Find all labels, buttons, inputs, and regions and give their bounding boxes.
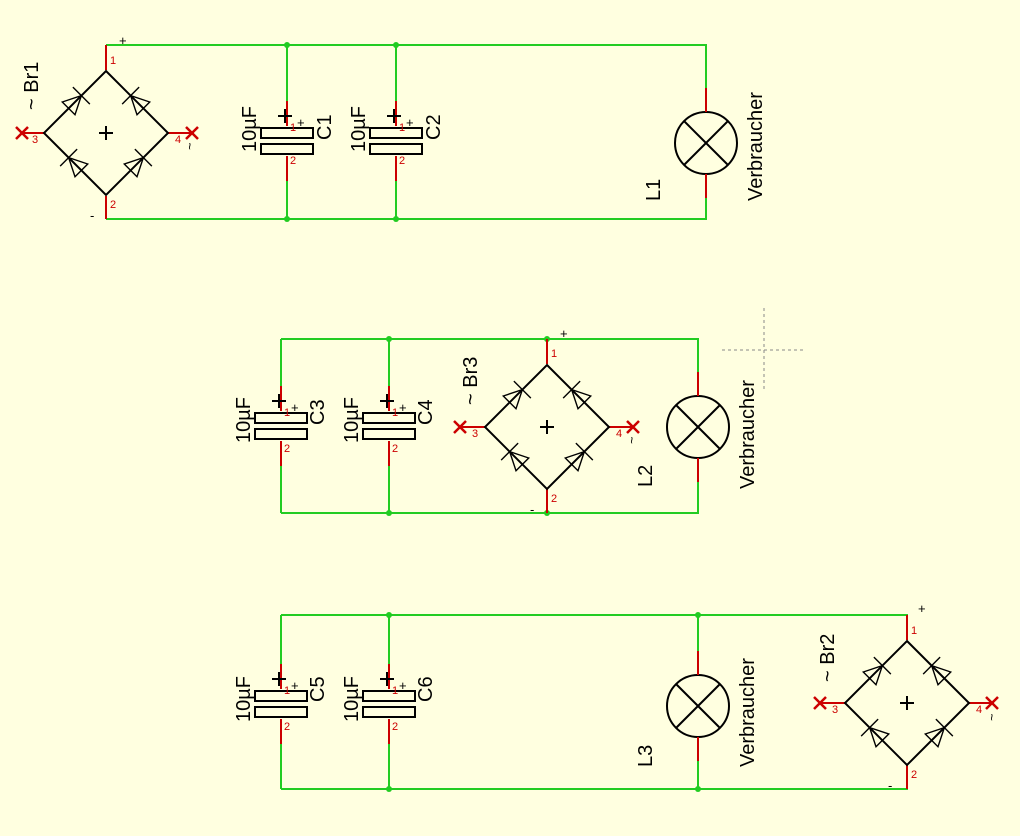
capacitor-c1[interactable] — [260, 100, 314, 182]
pin-number: 2 — [392, 721, 398, 733]
junction — [695, 786, 701, 792]
unconnected-pin-marker — [15, 126, 29, 140]
lamp-l1[interactable] — [674, 87, 738, 199]
component-ref-l2: L2 — [635, 465, 657, 487]
pin-number: 2 — [110, 199, 116, 211]
component-ref-c2: C2 — [423, 114, 445, 140]
component-ref-br3: ~ Br3 — [460, 357, 482, 405]
component-ref-l1: L1 — [643, 179, 665, 201]
junction — [386, 510, 392, 516]
junction — [386, 786, 392, 792]
pin-number: 1 — [284, 407, 290, 419]
crosshair-cursor-icon — [722, 308, 806, 392]
lamp-l2[interactable] — [666, 371, 730, 483]
component-value: Verbraucher — [737, 658, 759, 767]
pin-number: 3 — [472, 428, 478, 440]
tilde-label: ~ — [984, 713, 999, 721]
wire — [106, 176, 707, 220]
tilde-label: ~ — [624, 436, 639, 444]
lamp-l3[interactable] — [666, 650, 730, 762]
component-ref-c1: C1 — [314, 114, 336, 140]
pin-number: 1 — [551, 348, 557, 360]
pin-number: 1 — [911, 625, 917, 637]
component-ref-c3: C3 — [307, 399, 329, 425]
polarity-plus: + — [297, 115, 305, 130]
component-ref-c6: C6 — [415, 676, 437, 702]
capacitor-c5[interactable] — [254, 663, 308, 745]
plus-sign: + — [560, 326, 568, 341]
pin-number: 2 — [551, 493, 557, 505]
junction — [386, 336, 392, 342]
component-value: 10µF — [239, 106, 261, 152]
plus-sign: + — [119, 33, 127, 48]
junction — [695, 612, 701, 618]
pin-number: 1 — [290, 122, 296, 134]
pin-number: 1 — [110, 55, 116, 67]
pin-number: 4 — [175, 134, 181, 146]
junction — [386, 612, 392, 618]
pin-number: 2 — [290, 155, 296, 167]
component-ref-c5: C5 — [307, 676, 329, 702]
pin-number: 1 — [284, 685, 290, 697]
pin-number: 2 — [284, 443, 290, 455]
component-ref-l3: L3 — [635, 745, 657, 767]
component-value: Verbraucher — [737, 380, 759, 489]
unconnected-pin-marker — [985, 696, 999, 710]
circuit-2: 1 2 3 4 + - ~ ~ Br3 1 2 + 10µF C3 1 2 + … — [233, 308, 806, 517]
tilde-label: ~ — [182, 142, 197, 150]
component-value: 10µF — [233, 397, 255, 443]
capacitor-c4[interactable] — [362, 385, 416, 467]
component-ref-br1: ~ Br1 — [21, 62, 43, 110]
minus-sign: - — [888, 778, 892, 793]
pin-number: 1 — [392, 407, 398, 419]
polarity-plus: + — [291, 400, 299, 415]
pin-number: 4 — [976, 704, 982, 716]
pin-number: 1 — [392, 685, 398, 697]
unconnected-pin-marker — [813, 696, 827, 710]
junction — [284, 42, 290, 48]
polarity-plus: + — [291, 678, 299, 693]
unconnected-pin-marker — [626, 420, 640, 434]
pin-number: 2 — [399, 155, 405, 167]
wire — [281, 765, 908, 790]
component-value: 10µF — [341, 397, 363, 443]
polarity-plus: + — [399, 678, 407, 693]
junction — [284, 216, 290, 222]
wire — [106, 44, 707, 90]
pin-number: 3 — [832, 704, 838, 716]
minus-sign: - — [90, 208, 94, 223]
pin-number: 3 — [32, 134, 38, 146]
component-value: 10µF — [348, 106, 370, 152]
component-ref-c4: C4 — [415, 399, 437, 425]
wire — [281, 338, 699, 385]
pin-number: 2 — [392, 443, 398, 455]
bridge-rectifier-br3[interactable]: 1 2 3 4 + - ~ ~ Br3 — [453, 326, 640, 517]
component-value: 10µF — [233, 676, 255, 722]
wire — [281, 469, 699, 514]
capacitor-c2[interactable] — [369, 100, 423, 182]
junction — [393, 216, 399, 222]
junction — [393, 42, 399, 48]
component-value: 10µF — [341, 676, 363, 722]
pin-number: 2 — [284, 721, 290, 733]
pin-number: 2 — [911, 769, 917, 781]
capacitor-c3[interactable] — [254, 385, 308, 467]
pin-number: 4 — [616, 428, 622, 440]
polarity-plus: + — [399, 400, 407, 415]
component-value: Verbraucher — [745, 92, 767, 201]
unconnected-pin-marker — [185, 126, 199, 140]
component-ref-br2: ~ Br2 — [817, 634, 839, 682]
unconnected-pin-marker — [453, 420, 467, 434]
plus-sign: + — [918, 601, 926, 616]
polarity-plus: + — [406, 115, 414, 130]
wire — [281, 614, 908, 640]
minus-sign: - — [530, 502, 534, 517]
circuit-1: 1 2 3 4 + - ~ ~ Br1 1 2 + 10µF C1 1 2 + … — [15, 33, 767, 223]
bridge-rectifier-br2[interactable]: 1 2 3 4 + - ~ ~ Br2 — [813, 601, 999, 793]
capacitor-c6[interactable] — [362, 663, 416, 745]
bridge-rectifier-br1[interactable]: 1 2 3 4 + - ~ ~ Br1 — [15, 33, 199, 223]
pin-number: 1 — [399, 122, 405, 134]
circuit-3: 1 2 3 4 + - ~ ~ Br2 1 2 + 10µF C5 1 2 + … — [233, 601, 999, 793]
